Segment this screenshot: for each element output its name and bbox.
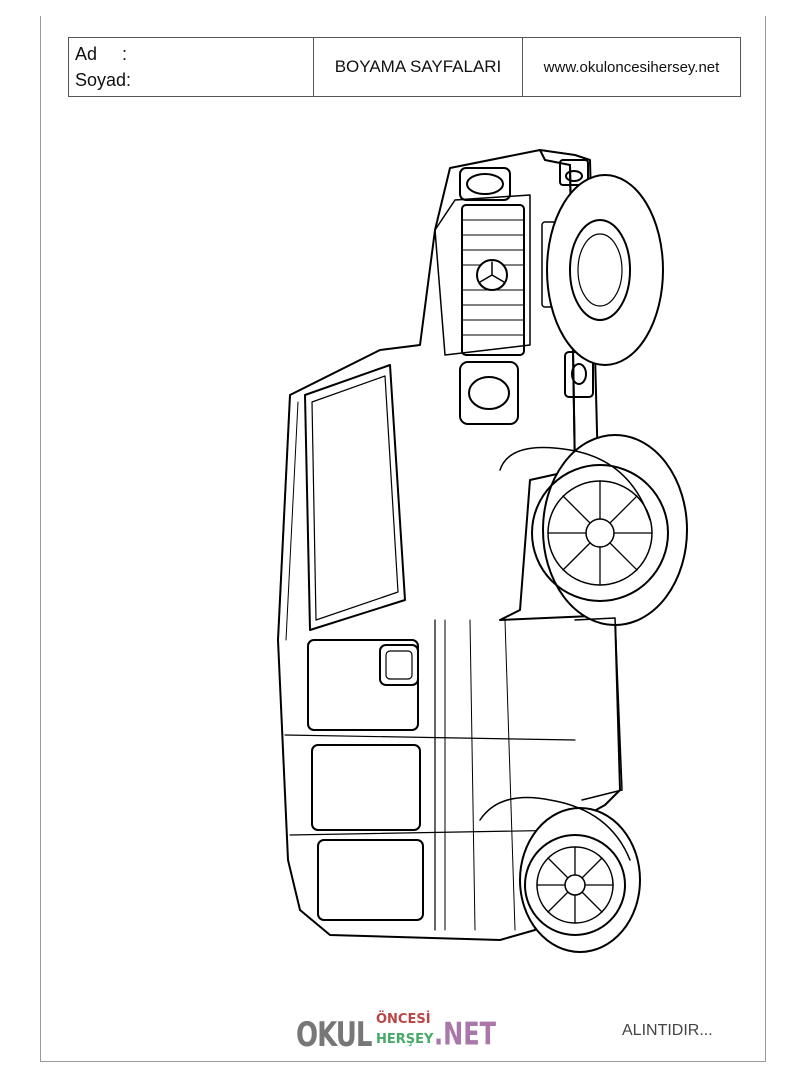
site-logo: OKUL ÖNCESİ HERŞEY .NET <box>296 1010 496 1056</box>
side-window-3 <box>317 839 424 921</box>
name-cell: Ad : Soyad: <box>68 37 314 97</box>
side-mirror <box>379 644 419 686</box>
logo-part-okul: OKUL <box>296 1016 372 1055</box>
car-illustration <box>277 149 688 953</box>
header-table: Ad : Soyad: BOYAMA SAYFALARI www.okulonc… <box>68 37 741 97</box>
logo-part-oncesi: ÖNCESİ <box>376 1012 431 1027</box>
side-window-2 <box>311 744 421 831</box>
front-wheel-top <box>546 174 664 366</box>
grille <box>461 204 525 356</box>
title-cell: BOYAMA SAYFALARI <box>313 37 523 97</box>
headlight-bottom <box>459 361 519 425</box>
surname-label: Soyad: <box>75 70 132 90</box>
logo-part-hersey: HERŞEY <box>376 1032 434 1047</box>
source-note: ALINTIDIR... <box>622 1022 713 1039</box>
website-link: www.okuloncesihersey.net <box>543 58 720 76</box>
page-title: BOYAMA SAYFALARI <box>334 57 502 76</box>
car-body-outline <box>277 149 621 941</box>
logo-part-net: .NET <box>434 1016 496 1053</box>
side-window-1 <box>307 639 419 731</box>
page-border <box>40 16 766 1062</box>
front-window <box>304 364 406 631</box>
url-cell: www.okuloncesihersey.net <box>522 37 741 97</box>
headlight-top <box>459 167 511 201</box>
name-label: Ad : <box>75 44 128 64</box>
hood <box>434 194 531 356</box>
front-wheel <box>542 434 688 626</box>
